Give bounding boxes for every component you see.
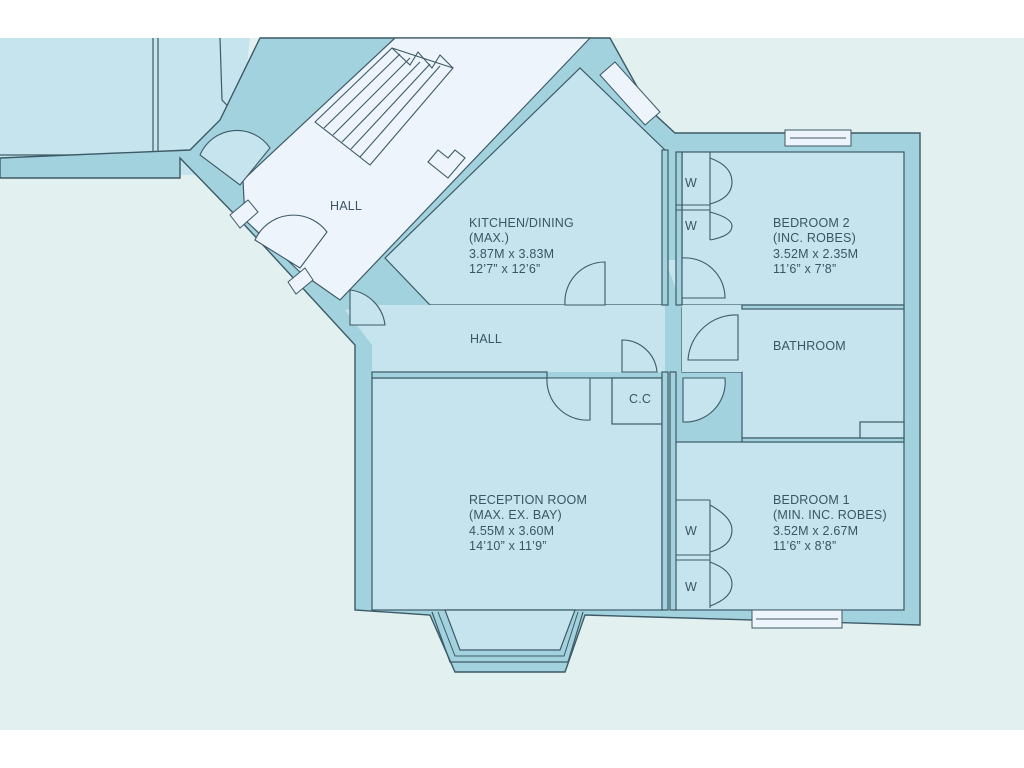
- bedroom1-name: BEDROOM 1: [773, 493, 850, 507]
- labels: HALL HALL KITCHEN/DINING (MAX.) 3.87M x …: [330, 176, 887, 594]
- hall-lower-label: HALL: [470, 332, 502, 346]
- wardrobe-label: W: [685, 176, 697, 190]
- windows: [229, 61, 852, 629]
- wardrobe-label: W: [685, 524, 697, 538]
- bedroom1-imperial: 11’6” x 8’8”: [773, 539, 836, 553]
- bathroom-name: BATHROOM: [773, 339, 846, 353]
- bay-window: [431, 609, 584, 663]
- internal-walls: [371, 149, 905, 611]
- bedroom2-metric: 3.52M x 2.35M: [773, 247, 858, 261]
- wardrobe-label: W: [685, 219, 697, 233]
- reception-metric: 4.55M x 3.60M: [469, 524, 554, 538]
- wardrobe-label: W: [685, 580, 697, 594]
- hall-upper-label: HALL: [330, 199, 362, 213]
- lower-hall-floor: [345, 305, 665, 372]
- reception-note: (MAX. EX. BAY): [469, 508, 562, 522]
- bedroom1-floor: [674, 441, 905, 611]
- kitchen-name: KITCHEN/DINING: [469, 216, 574, 230]
- staircase: [314, 47, 466, 179]
- kitchen-note: (MAX.): [469, 231, 509, 245]
- kitchen-imperial: 12’7” x 12’6”: [469, 262, 540, 276]
- reception-name: RECEPTION ROOM: [469, 493, 587, 507]
- kitchen-metric: 3.87M x 3.83M: [469, 247, 554, 261]
- bedroom1-note: (MIN. INC. ROBES): [773, 508, 887, 522]
- bedroom2-name: BEDROOM 2: [773, 216, 850, 230]
- bedroom2-note: (INC. ROBES): [773, 231, 856, 245]
- wardrobes: [676, 152, 733, 608]
- bedroom2-imperial: 11’6” x 7’8”: [773, 262, 836, 276]
- cc-floor: [611, 377, 663, 425]
- cc-name: C.C: [629, 392, 651, 406]
- doors: [199, 129, 739, 423]
- reception-imperial: 14’10” x 11’9”: [469, 539, 547, 553]
- bedroom1-metric: 3.52M x 2.67M: [773, 524, 858, 538]
